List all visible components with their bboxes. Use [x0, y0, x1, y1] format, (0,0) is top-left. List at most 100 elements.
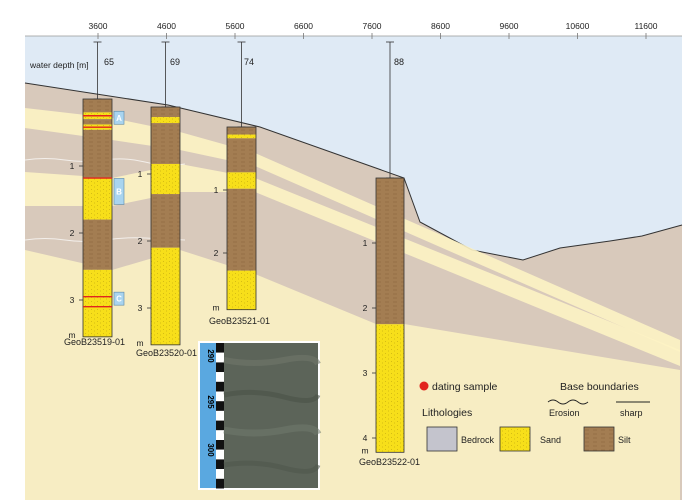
water-depth-value-GeoB23521-01: 74: [244, 57, 254, 67]
sample-box-A: [113, 110, 125, 125]
depth-tick-label-GeoB23521-01-1: 1: [214, 185, 219, 195]
depth-tick-label-GeoB23520-01-1: 1: [138, 169, 143, 179]
core-label-GeoB23519-01: GeoB23519-01: [64, 337, 125, 347]
legend: dating sample Base boundaries Erosion sh…: [419, 381, 650, 452]
core-layer-sand-GeoB23520-01-1: [151, 117, 180, 124]
distance-tick-label-7600: 7600: [363, 21, 382, 31]
distance-tick-label-4600: 4600: [157, 21, 176, 31]
ruler-block-11: [216, 449, 224, 460]
core-outline-GeoB23520-01: [150, 106, 181, 346]
legend-sharp: sharp: [620, 408, 643, 418]
sample-box-B: [113, 178, 125, 205]
water-depth-value-GeoB23519-01: 65: [104, 57, 114, 67]
distance-tick-label-5600: 5600: [226, 21, 245, 31]
depth-tick-label-GeoB23519-01-3: 3: [70, 295, 75, 305]
water-depth-label: water depth [m]: [29, 60, 89, 70]
ruler-block-10: [216, 440, 224, 450]
water-column: [25, 36, 682, 260]
ruler-block-13: [216, 469, 224, 479]
depth-tick-label-GeoB23522-01-3: 3: [363, 368, 368, 378]
erosion-line-icon: [547, 399, 589, 405]
core-layer-sand-GeoB23519-01-7: [83, 269, 112, 337]
legend-erosion: Erosion: [549, 408, 580, 418]
core-label-GeoB23521-01: GeoB23521-01: [209, 316, 270, 326]
ruler-block-14: [216, 478, 224, 489]
ruler-block-8: [216, 420, 224, 431]
distance-tick-label-6600: 6600: [294, 21, 313, 31]
legend-silt: Silt: [618, 435, 631, 445]
distance-tick-label-8600: 8600: [431, 21, 450, 31]
core-label-GeoB23520-01: GeoB23520-01: [136, 348, 197, 358]
depth-tick-label-GeoB23520-01-3: 3: [138, 303, 143, 313]
core-layer-silt-GeoB23521-01-2: [227, 138, 256, 173]
photo-depth-300: 300: [206, 443, 215, 457]
photo-scale-blue: [200, 343, 216, 488]
core-outline-GeoB23519-01: [82, 98, 113, 338]
core-layer-sand-GeoB23522-01-1: [376, 324, 404, 453]
dating-sample-swatch: [419, 381, 429, 391]
core-layer-silt-GeoB23519-01-0: [83, 99, 112, 113]
depth-tick-label-GeoB23521-01-2: 2: [214, 248, 219, 258]
depth-tick-label-GeoB23522-01-2: 2: [363, 303, 368, 313]
core-label-GeoB23522-01: GeoB23522-01: [359, 457, 420, 467]
sample-label-B: B: [116, 187, 122, 196]
core-layer-sand-GeoB23520-01-5: [151, 247, 180, 345]
core-layer-silt-GeoB23519-01-2: [83, 119, 112, 125]
core-layer-silt-GeoB23520-01-4: [151, 194, 180, 248]
sample-label-A: A: [116, 114, 122, 123]
core-layer-silt-GeoB23522-01-0: [376, 178, 404, 325]
ruler-block-3: [216, 372, 224, 382]
profile-background: [24, 36, 683, 500]
silt-swatch: [583, 426, 615, 452]
distance-tick-label-3600: 3600: [89, 21, 108, 31]
depth-tick-label-GeoB23522-01-4: 4: [363, 433, 368, 443]
depth-tick-label-GeoB23519-01-1: 1: [70, 161, 75, 171]
ruler-block-12: [216, 459, 224, 470]
core-layer-sand-GeoB23520-01-3: [151, 163, 180, 195]
core-outline-GeoB23522-01: [375, 177, 405, 453]
ruler-block-2: [216, 362, 224, 373]
photo-depth-295: 295: [206, 395, 215, 409]
depth-unit-GeoB23521-01: m: [212, 303, 219, 313]
distance-axis: 3600 4600 5600 6600 7600 8600 9600 10600 11600: [25, 21, 682, 39]
core-outline-GeoB23521-01: [226, 126, 257, 311]
core-layer-sand-GeoB23521-01-5: [227, 270, 256, 310]
core-layer-silt-GeoB23520-01-2: [151, 123, 180, 164]
ruler-block-5: [216, 391, 224, 402]
sand-swatch: [499, 426, 531, 452]
photo-depth-290: 290: [206, 349, 215, 363]
water-depth-value-GeoB23522-01: 88: [394, 57, 404, 67]
legend-sand: Sand: [540, 435, 561, 445]
depth-tick-label-GeoB23519-01-2: 2: [70, 228, 75, 238]
depth-unit-GeoB23520-01: m: [136, 338, 143, 348]
distance-tick-label-10600: 10600: [566, 21, 590, 31]
core-layer-sand-GeoB23521-01-3: [227, 172, 256, 189]
ruler-block-6: [216, 401, 224, 411]
core-layer-silt-GeoB23519-01-6: [83, 219, 112, 270]
core-layer-sand-GeoB23521-01-1: [227, 134, 256, 139]
depth-tick-label-GeoB23520-01-2: 2: [138, 236, 143, 246]
core-photo: 290 295 300: [198, 341, 322, 490]
depth-unit-GeoB23519-01: m: [68, 330, 75, 340]
depth-tick-label-GeoB23522-01-1: 1: [363, 238, 368, 248]
cores-layer: 65123mGeoB23519-01ABC69123mGeoB23520-017…: [64, 41, 420, 467]
core-layer-silt-GeoB23519-01-4: [83, 129, 112, 179]
distance-tick-label-11600: 11600: [634, 21, 657, 31]
sample-label-C: C: [116, 295, 122, 304]
legend-bedrock: Bedrock: [461, 435, 495, 445]
legend-dating-sample: dating sample: [432, 381, 498, 393]
ruler-block-1: [216, 352, 224, 363]
ruler-block-4: [216, 381, 224, 392]
core-layer-silt-GeoB23521-01-4: [227, 188, 256, 271]
core-layer-silt-GeoB23520-01-0: [151, 107, 180, 118]
depth-unit-GeoB23522-01: m: [361, 445, 368, 455]
legend-lithologies: Lithologies: [422, 407, 472, 419]
water-depth-value-GeoB23520-01: 69: [170, 57, 180, 67]
ruler-block-0: [216, 343, 224, 353]
distance-tick-label-9600: 9600: [500, 21, 519, 31]
photo-ruler: [216, 343, 224, 489]
